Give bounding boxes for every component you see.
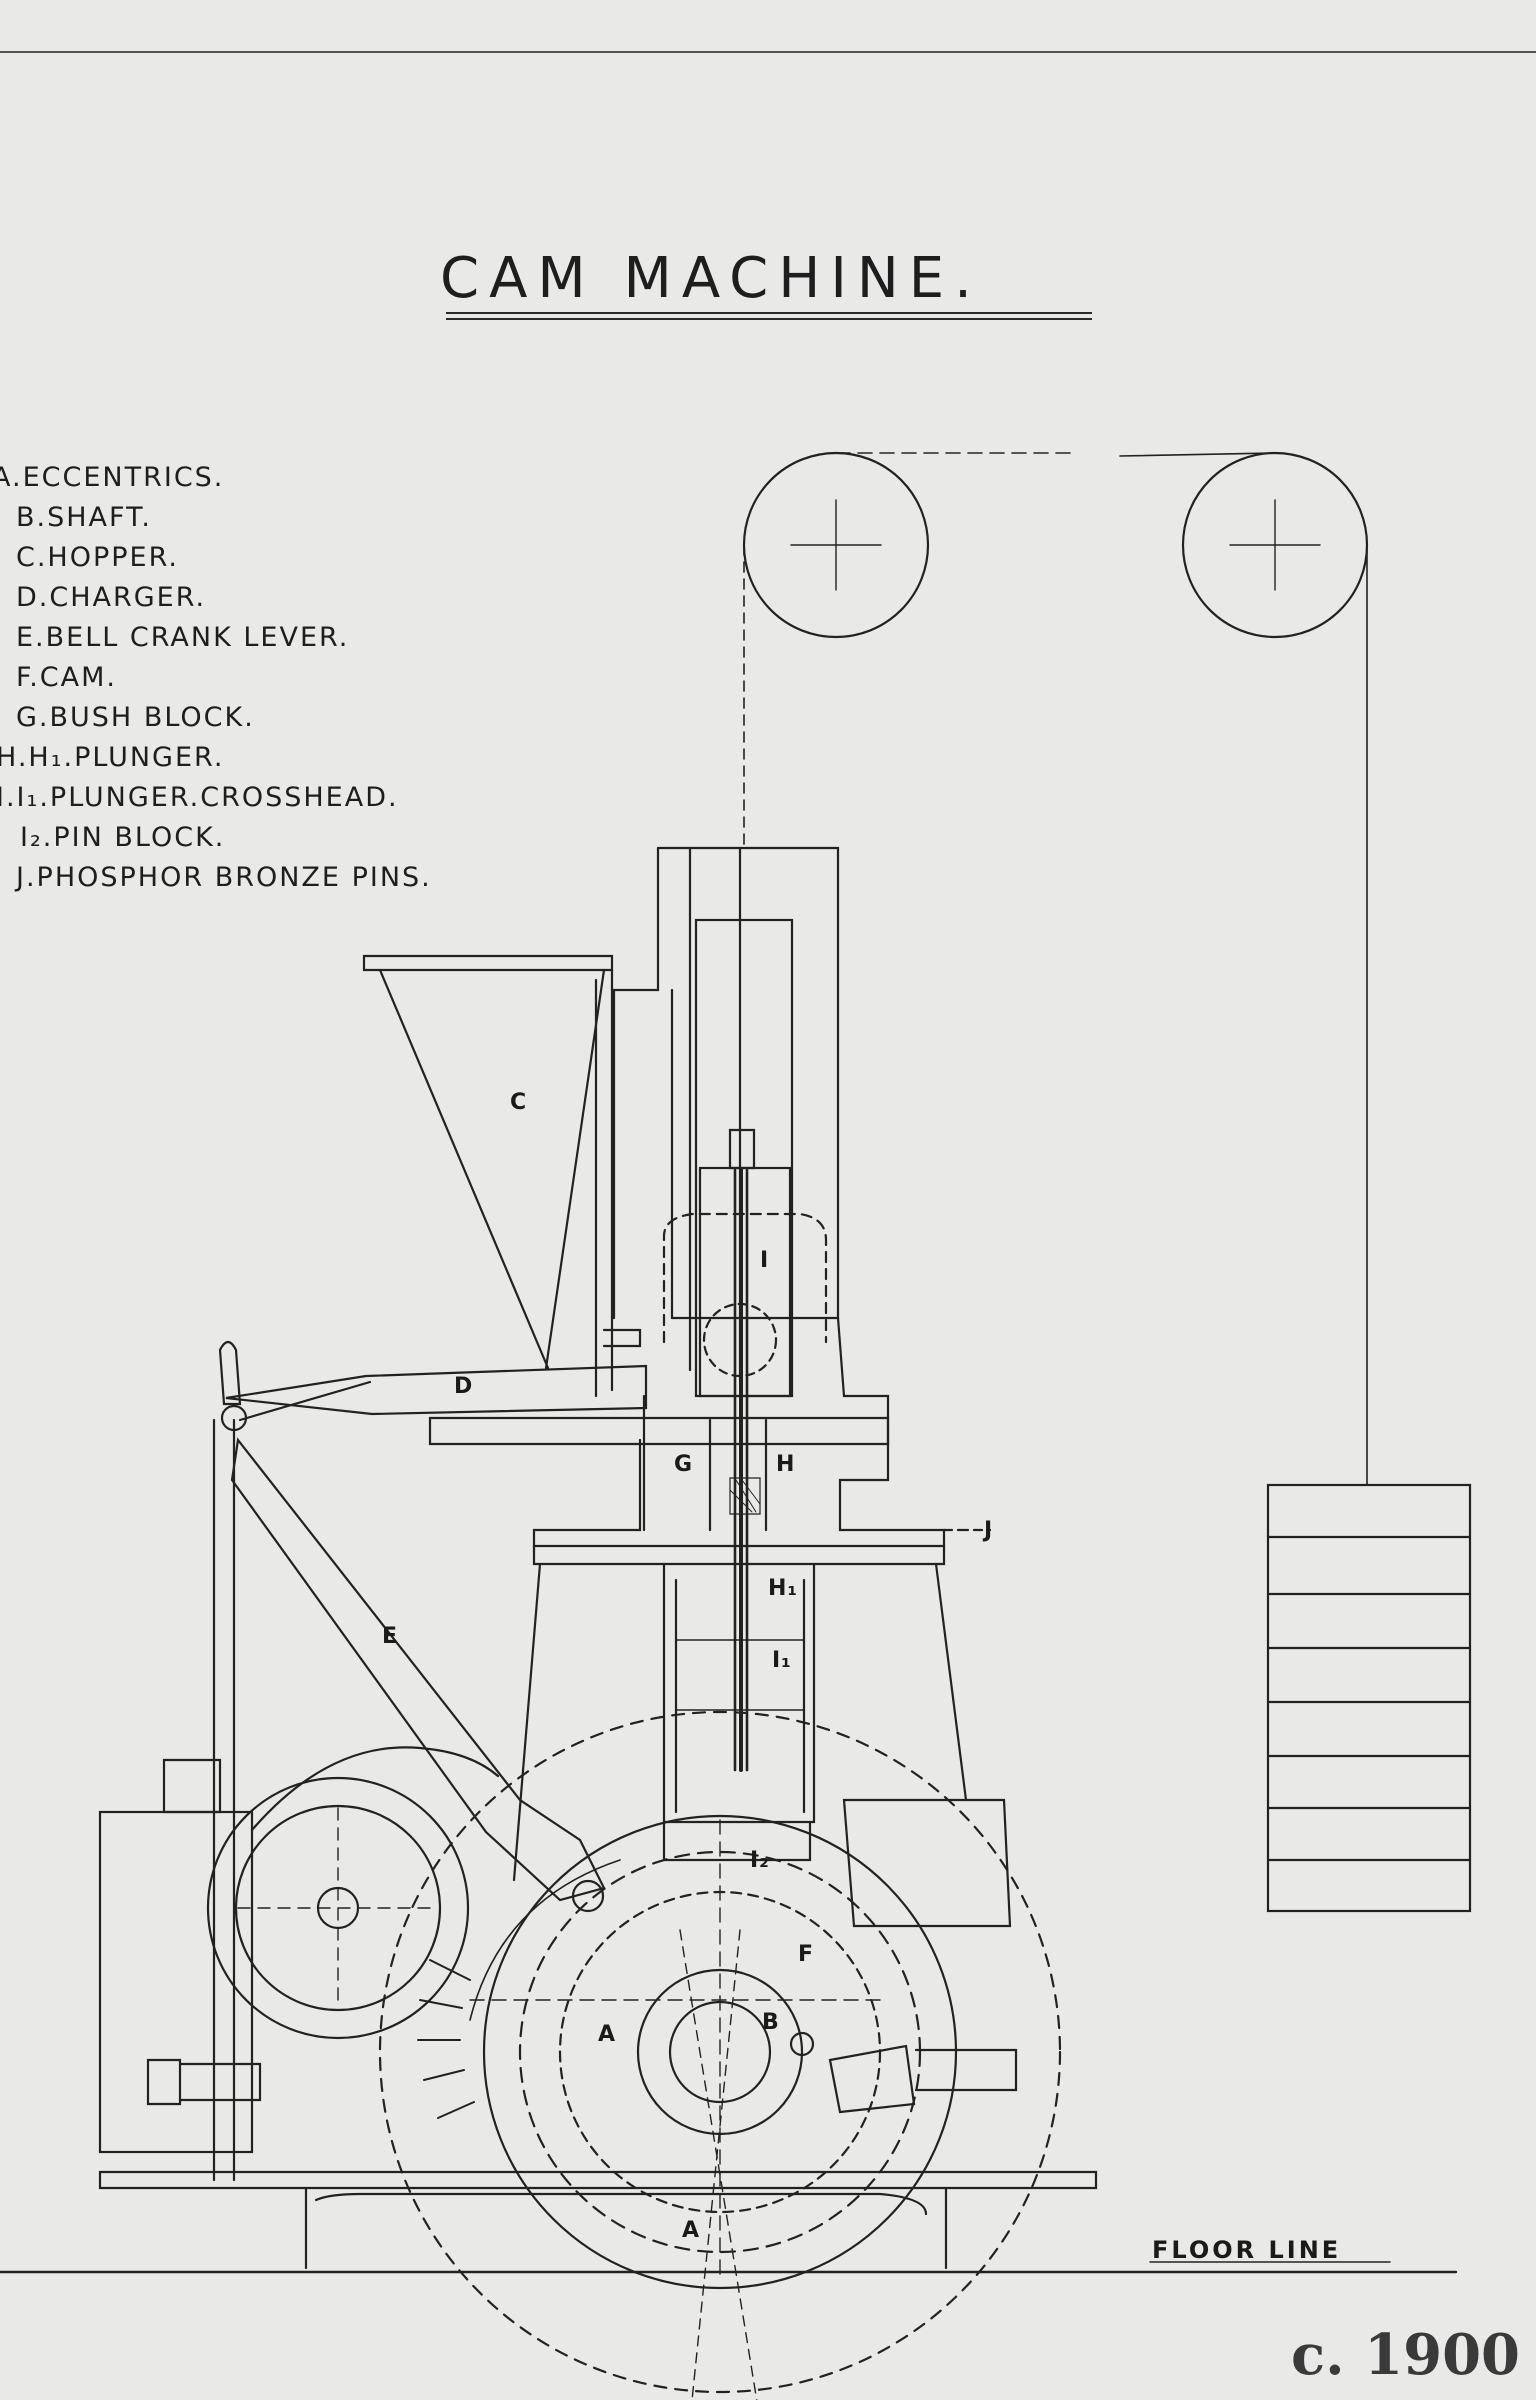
- label-plunger-lower: H₁: [768, 1576, 799, 1601]
- label-charger: D: [454, 1374, 474, 1399]
- bed-plate: [98, 2170, 1098, 2270]
- legend-item-shaft: B.SHAFT.: [16, 502, 152, 533]
- label-bell-crank: E: [382, 1624, 399, 1649]
- right-pulley: [1181, 451, 1369, 639]
- legend-item-bush-block: G.BUSH BLOCK.: [16, 702, 255, 733]
- hopper: [362, 954, 642, 1398]
- charger: [218, 1340, 890, 1446]
- plunger-rod: [733, 1168, 749, 1772]
- legend-item-bell-crank: E.BELL CRANK LEVER.: [16, 622, 350, 653]
- bell-crank-lever: [212, 1380, 606, 2182]
- label-bush-block: G: [674, 1452, 694, 1477]
- legend-item-eccentrics: A.ECCENTRICS.: [0, 462, 225, 493]
- label-eccentric-bottom: A: [682, 2218, 701, 2243]
- title-underline: [446, 312, 1092, 314]
- legend-item-hopper: C.HOPPER.: [16, 542, 179, 573]
- legend-item-cam: F.CAM.: [16, 662, 117, 693]
- legend-item-plunger: H.H₁.PLUNGER.: [0, 742, 225, 773]
- label-bronze-pins: J: [984, 1518, 994, 1543]
- label-crosshead: I: [760, 1248, 770, 1273]
- column-base: [512, 1544, 968, 1882]
- legend-item-charger: D.CHARGER.: [16, 582, 207, 613]
- title-underline-second: [446, 318, 1092, 320]
- counterweight: [1266, 1483, 1472, 1913]
- label-eccentric-left: A: [598, 2022, 617, 2047]
- label-cam: F: [798, 1942, 815, 1967]
- legend-item-bronze-pins: J.PHOSPHOR BRONZE PINS.: [16, 862, 432, 893]
- cam-wheel: [378, 1710, 1062, 2400]
- gear-housing: [98, 1746, 500, 2154]
- label-plunger: H: [776, 1452, 796, 1477]
- drawing-title: CAM MACHINE.: [440, 246, 982, 311]
- date-stamp: c. 1900: [1291, 2322, 1520, 2388]
- floor-line-label: FLOOR LINE: [1152, 2236, 1342, 2264]
- rope-top-right: [1119, 452, 1276, 457]
- left-pulley: [742, 451, 930, 639]
- label-hopper: C: [510, 1090, 528, 1115]
- label-pin-block: I₂: [750, 1848, 770, 1873]
- legend-item-pin-block: I₂.PIN BLOCK.: [20, 822, 226, 853]
- label-crosshead-lower: I₁: [772, 1648, 792, 1673]
- legend-item-crosshead: I.I₁.PLUNGER.CROSSHEAD.: [0, 782, 399, 813]
- label-shaft: B: [762, 2010, 780, 2035]
- side-block: [828, 1798, 1018, 2114]
